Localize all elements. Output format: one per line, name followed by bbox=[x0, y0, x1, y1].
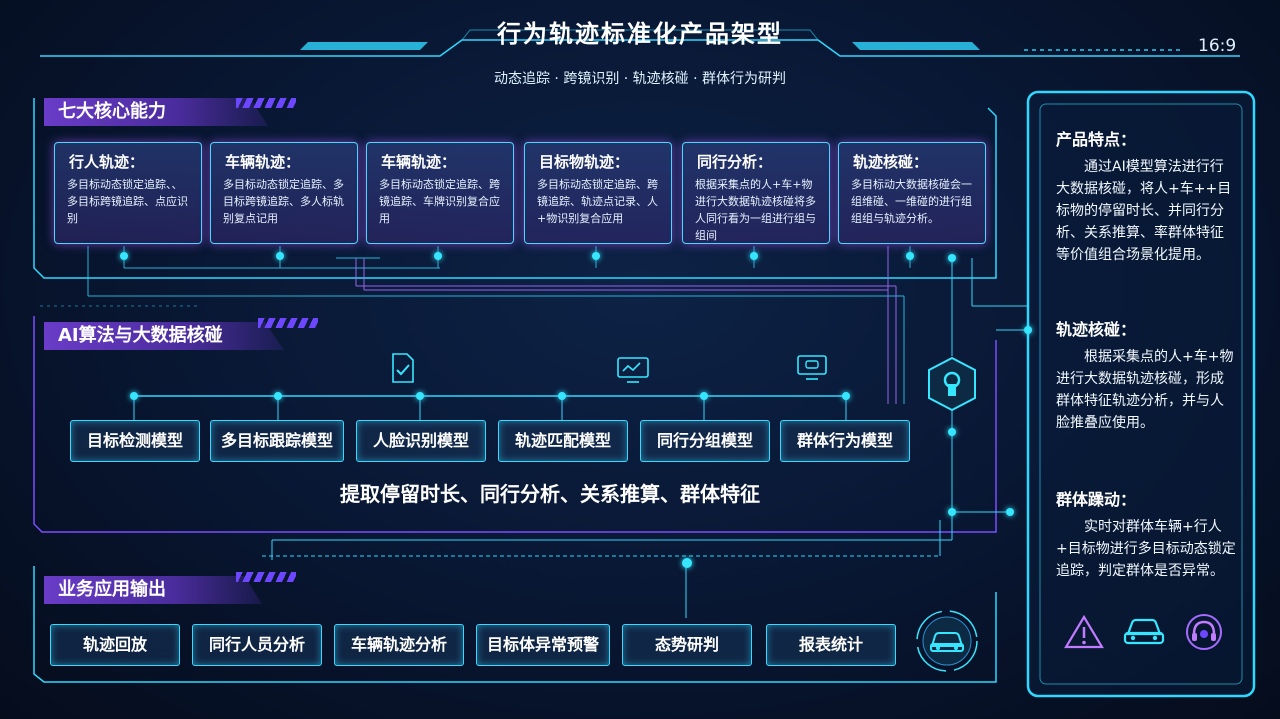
crowd-title: 群体躁动： bbox=[1056, 490, 1137, 509]
card-title: 目标物轨迹： bbox=[539, 153, 630, 171]
car-icon bbox=[1123, 618, 1165, 645]
warning-icon bbox=[1064, 614, 1104, 649]
model-box-2[interactable]: 多目标跟踪模型 bbox=[210, 420, 344, 462]
ai-summary-text: 提取停留时长、同行分析、关系推算、群体特征 bbox=[340, 482, 760, 506]
monitor-chat-icon bbox=[797, 355, 827, 380]
trajectory-title: 轨迹核碰： bbox=[1056, 320, 1137, 339]
connector-node bbox=[750, 252, 758, 260]
card-body: 多目标动态锁定追踪、多目标跨镜追踪、多人标轨别复点记用 bbox=[223, 178, 344, 225]
core-section-heading: 七大核心能力 bbox=[44, 98, 268, 126]
connector-node bbox=[948, 428, 956, 436]
model-box-6[interactable]: 群体行为模型 bbox=[780, 420, 910, 462]
ai-section-heading: AI算法与大数据核碰 bbox=[44, 322, 284, 350]
feature-title: 产品特点： bbox=[1056, 130, 1137, 149]
output-situation[interactable]: 态势研判 bbox=[622, 624, 752, 666]
connector-node bbox=[948, 508, 956, 516]
trajectory-section: 轨迹核碰： 根据采集点的人+车+物进行大数据轨迹核碰，形成群体特征轨迹分析，并与… bbox=[1056, 316, 1236, 434]
page-title: 行为轨迹标准化产品架型 bbox=[497, 20, 783, 48]
connector-node bbox=[558, 392, 566, 400]
aspect-ratio-label: 16:9 bbox=[1198, 36, 1237, 56]
connector-node bbox=[700, 392, 708, 400]
connector-node bbox=[906, 252, 914, 260]
card-title: 同行分析： bbox=[697, 153, 773, 171]
core-card-1[interactable]: 行人轨迹： 多目标动态锁定追踪、、多目标跨镜追踪、点应识别 bbox=[54, 142, 202, 244]
crowd-section: 群体躁动： 实时对群体车辆+行人+目标物进行多目标动态锁定追踪，判定群体是否异常… bbox=[1056, 486, 1236, 582]
shield-lock-icon[interactable] bbox=[926, 356, 978, 412]
connector-node bbox=[1024, 326, 1032, 334]
monitor-chart-icon bbox=[617, 357, 649, 383]
page-subtitle: 动态追踪 · 跨镜识别 · 轨迹核碰 · 群体行为研判 bbox=[493, 71, 787, 87]
connector-node bbox=[130, 392, 138, 400]
car-icon bbox=[916, 610, 978, 672]
output-replay[interactable]: 轨迹回放 bbox=[50, 624, 180, 666]
connector-node bbox=[842, 392, 850, 400]
output-vehicle-analysis[interactable]: 车辆轨迹分析 bbox=[334, 624, 464, 666]
connector-node bbox=[276, 252, 284, 260]
card-body: 多目标动大数据核碰会一组维碰、一维碰的进行组组组与轨迹分析。 bbox=[851, 178, 972, 225]
connector-node bbox=[948, 254, 956, 262]
connector-node bbox=[1006, 508, 1014, 516]
heading-stripes bbox=[236, 572, 296, 582]
headset-icon bbox=[1186, 614, 1222, 650]
output-companion-analysis[interactable]: 同行人员分析 bbox=[192, 624, 322, 666]
model-box-3[interactable]: 人脸识别模型 bbox=[356, 420, 486, 462]
card-title: 车辆轨迹： bbox=[381, 153, 457, 171]
model-box-1[interactable]: 目标检测模型 bbox=[70, 420, 200, 462]
heading-stripes bbox=[258, 318, 318, 328]
connector-node bbox=[416, 392, 424, 400]
trajectory-body: 根据采集点的人+车+物进行大数据轨迹核碰，形成群体特征轨迹分析，并与人脸推叠应使… bbox=[1056, 349, 1234, 431]
app-section-heading: 业务应用输出 bbox=[44, 576, 262, 604]
crowd-body: 实时对群体车辆+行人+目标物进行多目标动态锁定追踪，判定群体是否异常。 bbox=[1056, 519, 1236, 579]
connector-node bbox=[120, 252, 128, 260]
card-title: 行人轨迹： bbox=[69, 153, 145, 171]
output-report[interactable]: 报表统计 bbox=[766, 624, 896, 666]
card-body: 多目标动态锁定追踪、、多目标跨镜追踪、点应识别 bbox=[67, 178, 188, 225]
card-body: 多目标动态锁定追踪、跨镜追踪、轨迹点记录、人+物识别复合应用 bbox=[537, 178, 658, 225]
connector-node bbox=[274, 392, 282, 400]
core-card-5[interactable]: 同行分析： 根据采集点的人+车+物进行大数据轨迹核碰将多人同行看为一组进行组与组… bbox=[682, 142, 830, 244]
card-title: 车辆轨迹： bbox=[225, 153, 301, 171]
model-box-4[interactable]: 轨迹匹配模型 bbox=[498, 420, 628, 462]
feature-body: 通过AI模型算法进行行大数据核碰，将人+车++目标物的停留时长、并同行分析、关系… bbox=[1056, 159, 1232, 263]
document-check-icon bbox=[392, 353, 414, 383]
card-title: 轨迹核碰： bbox=[853, 153, 929, 171]
core-card-2[interactable]: 车辆轨迹： 多目标动态锁定追踪、多目标跨镜追踪、多人标轨别复点记用 bbox=[210, 142, 358, 244]
output-anomaly-alert[interactable]: 目标体异常预警 bbox=[476, 624, 610, 666]
heading-stripes bbox=[236, 98, 296, 108]
core-card-3[interactable]: 车辆轨迹： 多目标动态锁定追踪、跨镜追踪、车牌识别复合应用 bbox=[366, 142, 514, 244]
card-body: 根据采集点的人+车+物进行大数据轨迹核碰将多人同行看为一组进行组与组间 bbox=[695, 178, 816, 242]
connector-node bbox=[682, 558, 692, 568]
core-card-4[interactable]: 目标物轨迹： 多目标动态锁定追踪、跨镜追踪、轨迹点记录、人+物识别复合应用 bbox=[524, 142, 672, 244]
model-box-5[interactable]: 同行分组模型 bbox=[640, 420, 770, 462]
connector-node bbox=[434, 252, 442, 260]
feature-section: 产品特点： 通过AI模型算法进行行大数据核碰，将人+车++目标物的停留时长、并同… bbox=[1056, 126, 1236, 266]
connector-node bbox=[592, 252, 600, 260]
core-card-6[interactable]: 轨迹核碰： 多目标动大数据核碰会一组维碰、一维碰的进行组组组与轨迹分析。 bbox=[838, 142, 986, 244]
card-body: 多目标动态锁定追踪、跨镜追踪、车牌识别复合应用 bbox=[379, 178, 500, 225]
